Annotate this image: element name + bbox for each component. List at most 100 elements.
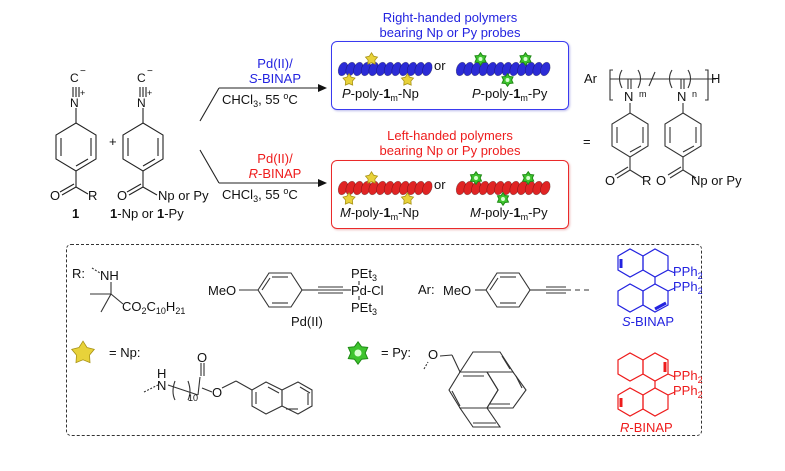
upper-catalyst-line1: Pd(II)/ (257, 56, 293, 71)
copolymer-O1: O (605, 173, 616, 188)
legend-pd-PEt3-top: PEt3 (351, 266, 377, 283)
upper-conditions: CHCl3, 55 oC (222, 91, 298, 109)
m-poly-py-label: M-poly-1m-Py (470, 205, 548, 222)
legend-np-carbonyl-O: O (197, 350, 208, 365)
legend-np-sub10: 10 (188, 393, 199, 403)
lower-conditions: CHCl3, 55 oC (222, 186, 298, 204)
np-star-icon (70, 340, 96, 364)
copolymer-np-or-py: Np or Py (691, 173, 742, 188)
right-handed-title-1: Right-handed polymers (382, 10, 518, 25)
left-handed-title-2: bearing Np or Py probes (379, 143, 521, 158)
np-probe-star (70, 340, 96, 364)
py-probe-star-center (526, 176, 531, 180)
py-probe-star-center (523, 57, 528, 61)
np-probe-star (400, 191, 415, 205)
copolymer-O2: O (656, 173, 667, 188)
legend-np-label: = Np: (109, 345, 141, 360)
s-binap-pph2-2: PPh2 (673, 279, 703, 296)
upper-arrowhead (318, 84, 327, 92)
legend-pd-PEt3-bottom: PEt3 (351, 300, 377, 317)
r-binap-label: R-BINAP (620, 420, 673, 435)
legend-py-label: = Py: (381, 345, 411, 360)
legend-np-H: H (157, 366, 167, 381)
r-binap-pph2-2: PPh2 (673, 383, 703, 400)
s-binap-label: S-BINAP (622, 314, 675, 329)
helix-p-np (337, 51, 433, 86)
monomer1-R: R (88, 188, 98, 203)
left-or: or (434, 177, 446, 192)
helix-m-py (455, 170, 551, 207)
copolymer-m: m (639, 89, 647, 99)
copolymer-H: H (711, 71, 721, 86)
py-probe-star-center (354, 349, 362, 357)
legend-ar-label: Ar: (418, 282, 435, 297)
left-handed-box (331, 160, 569, 229)
copolymer-n: n (692, 89, 698, 99)
py-star-icon (347, 340, 369, 366)
legend-R-label: R: (72, 266, 85, 281)
copolymer-N1: N (624, 89, 634, 104)
py-probe-star-center (501, 197, 505, 201)
right-handed-box (331, 41, 569, 110)
legend-R-ester: CO2C10H21 (122, 299, 186, 316)
copolymer-Ar: Ar (584, 71, 597, 86)
lower-catalyst-line2: R-BINAP (248, 166, 302, 181)
helix-p-py (455, 51, 551, 88)
monomer1-nitrogen: N (70, 96, 79, 110)
m-poly-np-label: M-poly-1m-Np (340, 205, 420, 222)
np-probe-star (364, 51, 379, 65)
np-probe-star (342, 191, 356, 205)
copolymer-N2: N (677, 89, 687, 104)
legend-R-NH: NH (100, 268, 119, 283)
np-probe-star (364, 170, 379, 184)
py-probe-star-center (478, 57, 483, 61)
plus-sign: + (109, 134, 117, 149)
helix-turn (540, 61, 551, 77)
p-poly-np-label: P-poly-1m-Np (342, 86, 419, 103)
monomer2-plus: + (147, 88, 153, 98)
s-binap-pph2-1: PPh2 (673, 264, 703, 281)
helix-turn (422, 61, 433, 77)
legend-py-O: O (428, 347, 439, 362)
np-probe-star (400, 72, 415, 86)
upper-catalyst-line2: S-BINAP (248, 71, 301, 86)
equals-sign: = (583, 134, 591, 149)
monomer1-minus: − (80, 66, 86, 77)
helix-turn (422, 180, 433, 196)
monomer1-label: 1 (72, 206, 80, 221)
right-or: or (434, 58, 446, 73)
legend-pd-PdCl: Pd-Cl (351, 283, 384, 298)
py-probe-star-center (474, 176, 478, 180)
legend-np-N: N (157, 378, 167, 393)
monomer2-carbon: C (137, 71, 146, 85)
np-probe-star (342, 72, 356, 86)
r-binap-pph2-1: PPh2 (673, 368, 703, 385)
p-poly-py-label: P-poly-1m-Py (472, 86, 548, 103)
monomer2-substituent: Np or Py (158, 188, 209, 203)
legend-ar-MeO: MeO (443, 283, 472, 298)
monomer2-minus: − (147, 66, 153, 77)
monomer2-nitrogen: N (137, 96, 146, 110)
lower-catalyst-line1: Pd(II)/ (257, 151, 293, 166)
right-handed-title-2: bearing Np or Py probes (379, 25, 521, 40)
monomer1-oxygen: O (50, 188, 61, 203)
copolymer-R: R (642, 173, 652, 188)
legend-np-ester-O: O (212, 385, 223, 400)
monomer1-plus: + (80, 88, 86, 98)
left-handed-title-1: Left-handed polymers (387, 128, 513, 143)
monomer1-carbon: C (70, 71, 79, 85)
helix-m-np (337, 170, 433, 205)
legend-pd-MeO: MeO (208, 283, 237, 298)
helix-turn (540, 180, 551, 196)
py-probe-star-center (505, 78, 510, 82)
r-binap-structure (617, 352, 676, 417)
s-binap-structure (617, 248, 676, 313)
lower-arrowhead (318, 179, 327, 187)
legend-pd-caption: Pd(II) (291, 314, 323, 329)
legend-box (66, 244, 702, 436)
monomer2-label: 1-Np or 1-Py (110, 206, 184, 221)
monomer2-oxygen: O (117, 188, 128, 203)
